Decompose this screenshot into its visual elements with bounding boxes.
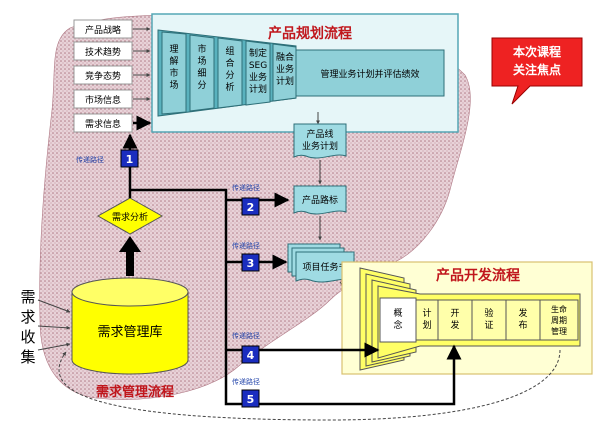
dev-steps: 概念 计划 开发 验证 发布 生命周期管理 <box>379 297 579 343</box>
svg-text:传递路径: 传递路径 <box>76 155 104 164</box>
requirements-repository: 需求管理库 <box>71 277 189 375</box>
svg-text:求: 求 <box>20 308 35 326</box>
development-title: 产品开发流程 <box>436 267 520 284</box>
product-line-plan-doc <box>293 123 347 159</box>
path-badge: 5 <box>241 389 260 408</box>
svg-text:计划: 计划 <box>422 307 431 331</box>
input-item: 市场信息 <box>73 89 133 109</box>
feedback-loop <box>58 349 561 421</box>
input-item: 竞争态势 <box>73 65 133 85</box>
path-labels: 传递路径 传递路径 传递路径 传递路径 传递路径 <box>76 155 260 386</box>
svg-text:本次课程: 本次课程 <box>513 44 561 59</box>
planning-final-step <box>295 49 445 97</box>
svg-text:传递路径: 传递路径 <box>232 183 260 192</box>
svg-text:传递路径: 传递路径 <box>232 331 260 340</box>
svg-text:概念: 概念 <box>393 307 402 331</box>
dev-step: 开发 <box>437 299 473 341</box>
svg-text:技术趋势: 技术趋势 <box>85 46 121 58</box>
svg-text:组合分析: 组合分析 <box>225 45 234 93</box>
svg-text:关注焦点: 关注焦点 <box>513 62 561 77</box>
svg-text:融合业务计划: 融合业务计划 <box>276 51 294 87</box>
svg-text:需: 需 <box>20 288 35 306</box>
dev-step: 概念 <box>379 297 417 343</box>
svg-text:4: 4 <box>247 349 255 362</box>
path-badge: 4 <box>241 345 260 364</box>
planning-step: 组合分析 <box>217 37 243 109</box>
svg-text:市场信息: 市场信息 <box>85 94 121 106</box>
dev-step: 计划 <box>415 299 439 341</box>
roadmap-doc <box>293 185 347 215</box>
svg-text:发布: 发布 <box>518 307 527 331</box>
svg-text:产品线: 产品线 <box>306 128 333 140</box>
svg-text:传递路径: 传递路径 <box>232 241 260 250</box>
svg-text:5: 5 <box>247 393 255 406</box>
svg-text:收: 收 <box>20 328 35 346</box>
svg-text:需求管理库: 需求管理库 <box>97 324 162 340</box>
svg-text:业务计划: 业务计划 <box>302 140 338 152</box>
svg-text:传递路径: 传递路径 <box>232 377 260 386</box>
planning-step: 融合业务计划 <box>272 43 297 102</box>
svg-text:1: 1 <box>126 153 134 166</box>
path-badge: 2 <box>241 197 260 216</box>
analysis-diamond <box>96 197 164 235</box>
analysis-label: 需求分析 <box>112 211 148 223</box>
svg-text:需求信息: 需求信息 <box>85 118 121 130</box>
roadmap-label: 产品路标 <box>302 194 338 206</box>
planning-final-label: 管理业务计划并评估绩效 <box>320 68 419 80</box>
planning-title: 产品规划流程 <box>268 25 352 42</box>
svg-text:开发: 开发 <box>450 308 459 331</box>
dev-step: 验证 <box>471 299 507 341</box>
svg-text:产品战略: 产品战略 <box>85 24 121 36</box>
svg-text:理解市场: 理解市场 <box>169 44 178 91</box>
planning-step: 市场细分 <box>189 34 215 112</box>
input-item: 技术趋势 <box>73 41 133 61</box>
path-badges: 1 2 3 4 5 <box>120 149 260 408</box>
svg-text:3: 3 <box>247 257 255 270</box>
planning-step: 理解市场 <box>161 31 187 115</box>
svg-text:验证: 验证 <box>484 307 493 331</box>
path-badge: 1 <box>120 149 139 168</box>
input-item: 产品战略 <box>73 19 133 39</box>
input-item: 需求信息 <box>73 113 133 133</box>
focus-callout <box>491 37 583 105</box>
input-arrows <box>133 27 151 101</box>
requirements-title: 需求管理流程 <box>96 384 174 400</box>
svg-text:集: 集 <box>20 348 35 366</box>
svg-text:市场细分: 市场细分 <box>197 43 206 91</box>
path-badge: 3 <box>241 253 260 272</box>
svg-text:2: 2 <box>247 201 255 214</box>
collection-label: 需 求 收 集 <box>20 288 35 366</box>
repository-to-analysis-arrow <box>119 236 141 276</box>
input-list: 产品战略 技术趋势 竞争态势 市场信息 需求信息 <box>73 19 133 133</box>
dev-step: 生命周期管理 <box>539 299 579 341</box>
dev-step: 发布 <box>505 299 541 341</box>
svg-text:竞争态势: 竞争态势 <box>85 70 121 82</box>
collection-arrows <box>37 299 71 351</box>
project-charter-label: 项目任务书 <box>302 261 347 273</box>
svg-text:生命周期管理: 生命周期管理 <box>551 304 567 336</box>
